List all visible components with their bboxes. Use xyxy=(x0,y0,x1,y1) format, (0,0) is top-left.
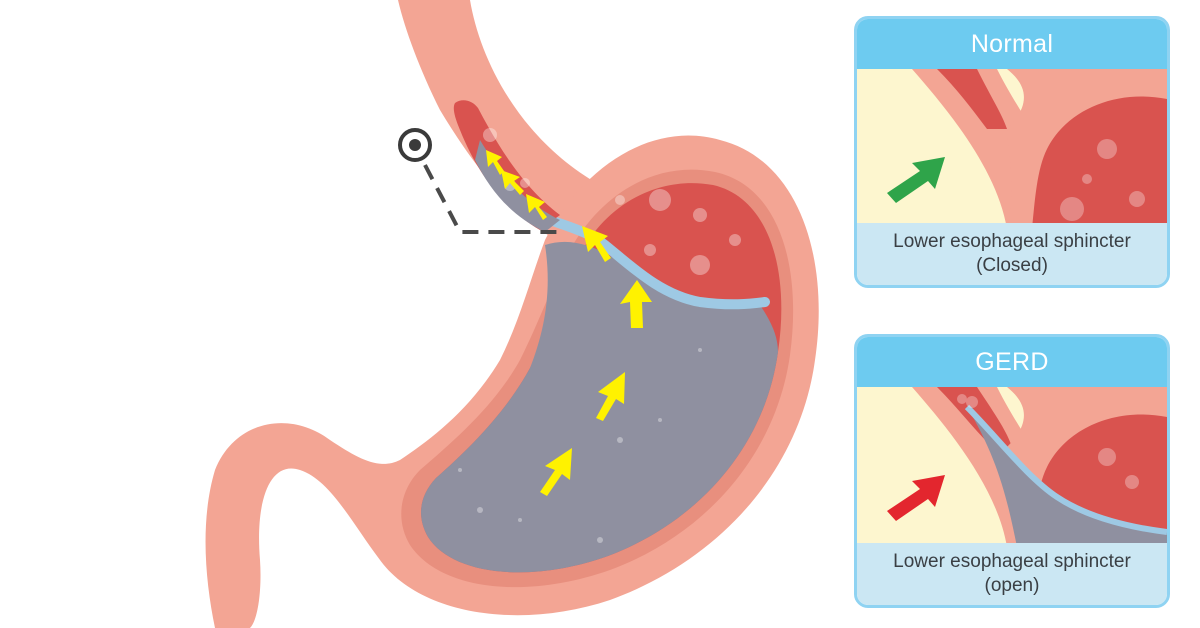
reflux-arrow-icon xyxy=(486,150,652,496)
caption-line-1: Lower esophageal sphincter xyxy=(893,551,1131,572)
panel-title: GERD xyxy=(857,337,1167,387)
sphincter-arrow-icon xyxy=(887,157,945,203)
sphincter-arrow-icon xyxy=(887,475,945,521)
caption-line-2: (open) xyxy=(984,575,1040,596)
panel-normal: Normal Lower esophageal sphincter (Close… xyxy=(854,16,1170,288)
panel-caption: Lower esophageal sphincter (Closed) xyxy=(857,223,1167,285)
esophagus-outer xyxy=(398,0,600,245)
panel-art-normal xyxy=(857,69,1167,229)
acid-surface xyxy=(515,200,770,310)
stomach-acid xyxy=(421,241,778,573)
panel-title: Normal xyxy=(857,19,1167,69)
caption-line-2: (Closed) xyxy=(976,255,1048,276)
stomach-illustration xyxy=(205,0,819,628)
panel-caption: Lower esophageal sphincter (open) xyxy=(857,543,1167,605)
location-pin-icon xyxy=(398,128,432,162)
panel-gerd: GERD Lower esophageal sphincter (open) xyxy=(854,334,1170,608)
caption-line-1: Lower esophageal sphincter xyxy=(893,231,1131,252)
panel-art-gerd xyxy=(857,387,1167,547)
pointer-line xyxy=(423,164,560,234)
